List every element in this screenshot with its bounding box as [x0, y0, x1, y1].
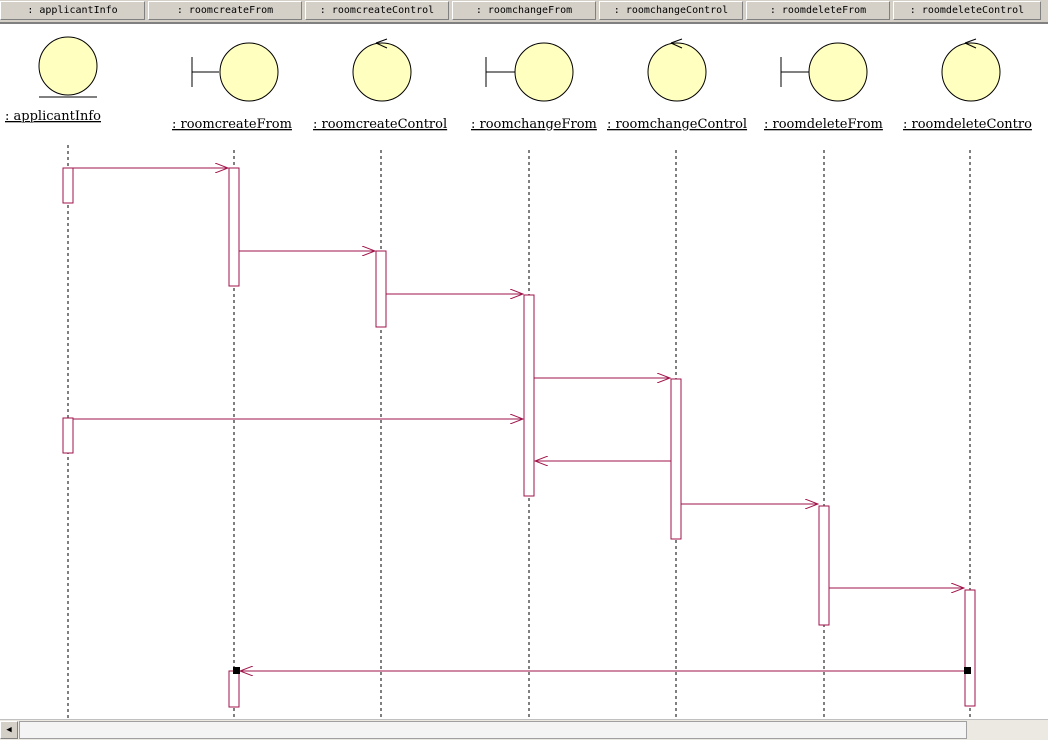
scroll-thumb[interactable] — [19, 721, 967, 739]
boundary-roomcreateFrom[interactable] — [191, 42, 279, 102]
activation-bar[interactable] — [670, 378, 682, 540]
object-label-applicantInfo: : applicantInfo — [5, 109, 101, 124]
header-col-roomchangeFrom[interactable]: : roomchangeFrom — [452, 1, 596, 20]
activation-bar[interactable] — [523, 294, 535, 497]
object-label-roomchangeFrom: : roomchangeFrom — [471, 117, 597, 132]
object-label-roomcreateControl: : roomcreateControl — [313, 117, 447, 132]
activation-bar[interactable] — [62, 167, 74, 204]
header-col-roomdeleteFrom[interactable]: : roomdeleteFrom — [746, 1, 890, 20]
activation-bar[interactable] — [375, 250, 387, 328]
scroll-left-arrow-icon[interactable]: ◀ — [0, 721, 18, 739]
header-col-roomchangeControl[interactable]: : roomchangeControl — [599, 1, 743, 20]
header-col-roomcreateFrom[interactable]: : roomcreateFrom — [148, 1, 302, 20]
control-roomdeleteControl[interactable] — [941, 38, 1001, 102]
activation-bar[interactable] — [964, 589, 976, 707]
header-col-applicantInfo[interactable]: : applicantInfo — [0, 1, 145, 20]
object-label-roomdeleteFrom: : roomdeleteFrom — [764, 117, 883, 132]
header-col-roomdeleteControl[interactable]: : roomdeleteControl — [893, 1, 1041, 20]
boundary-roomchangeFrom[interactable] — [485, 42, 574, 102]
control-roomcreateControl[interactable] — [352, 38, 412, 102]
activation-bar[interactable] — [62, 417, 74, 454]
activation-bar[interactable] — [228, 670, 240, 708]
entity-applicantInfo[interactable] — [38, 36, 98, 98]
control-roomchangeControl[interactable] — [647, 38, 707, 102]
activation-bar[interactable] — [228, 167, 240, 287]
header-col-roomcreateControl[interactable]: : roomcreateControl — [305, 1, 449, 20]
horizontal-scrollbar[interactable]: ◀ — [0, 719, 1048, 740]
lifeline-header-bar: : applicantInfo : roomcreateFrom : roomc… — [0, 0, 1048, 24]
object-label-roomdeleteControl: : roomdeleteContro — [903, 117, 1032, 132]
selection-handle[interactable] — [233, 667, 240, 674]
selection-handle[interactable] — [964, 667, 971, 674]
boundary-roomdeleteFrom[interactable] — [780, 42, 868, 102]
object-label-roomchangeControl: : roomchangeControl — [607, 117, 747, 132]
object-label-roomcreateFrom: : roomcreateFrom — [172, 117, 292, 132]
activation-bar[interactable] — [818, 505, 830, 626]
sequence-diagram: : applicantInfo : roomcreateFrom : roomc… — [5, 36, 1032, 718]
